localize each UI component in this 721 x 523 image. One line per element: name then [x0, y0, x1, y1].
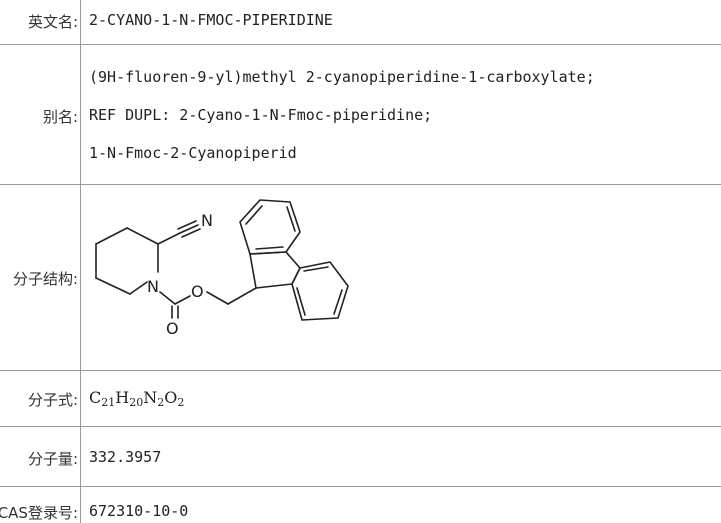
molecule-structure-diagram: N N O O	[95, 199, 349, 338]
lower-benzene-ring	[291, 261, 349, 321]
weight-value: 332.3957	[89, 448, 162, 466]
fluorene-bond	[255, 283, 293, 289]
triple-bond-line	[177, 220, 197, 230]
formula-element: O	[164, 388, 178, 407]
formula-count: 20	[129, 396, 144, 409]
row-divider	[0, 44, 721, 45]
row-weight: 分子量: 332.3957	[0, 426, 721, 486]
row-formula: 分子式: C21H20N2O2	[0, 370, 721, 426]
triple-bond-line	[179, 224, 199, 234]
formula-label: 分子式:	[27, 391, 78, 409]
row-divider	[0, 370, 721, 371]
formula-count: 2	[177, 396, 185, 409]
ester-bond	[174, 295, 191, 305]
ring-bond	[129, 281, 148, 295]
nitrile-n-atom: N	[201, 211, 213, 230]
o-ch2-bond	[206, 291, 229, 305]
ch2-fluorenyl-bond	[227, 287, 257, 305]
row-cas: CAS登录号: 672310-10-0	[0, 486, 721, 523]
aromatic-inner-bond	[303, 266, 329, 272]
fluorene-bond	[285, 251, 301, 269]
n-carbonyl-bond	[159, 291, 176, 305]
fluorene-bond	[249, 253, 257, 289]
formula-element: C	[89, 388, 102, 407]
weight-label: 分子量:	[27, 450, 78, 468]
cas-label: CAS登录号:	[0, 504, 78, 522]
alias-value-1: (9H-fluoren-9-yl)methyl 2-cyanopiperidin…	[89, 68, 595, 86]
aromatic-inner-bond	[286, 206, 296, 232]
row-divider	[0, 486, 721, 487]
aromatic-inner-bond	[296, 287, 306, 316]
alias-value-2: REF DUPL: 2-Cyano-1-N-Fmoc-piperidine;	[89, 106, 433, 124]
row-structure: 分子结构:	[0, 184, 721, 370]
triple-bond-line	[181, 228, 201, 238]
ester-o-atom: O	[191, 282, 204, 301]
cyano-bond	[157, 232, 181, 245]
formula-count: 2	[157, 396, 165, 409]
structure-label: 分子结构:	[12, 270, 78, 288]
row-divider	[0, 184, 721, 185]
english-name-value: 2-CYANO-1-N-FMOC-PIPERIDINE	[89, 11, 333, 29]
alias-label: 别名:	[42, 108, 78, 126]
cas-value: 672310-10-0	[89, 502, 189, 520]
ring-n-atom: N	[147, 277, 159, 296]
column-divider	[80, 0, 81, 523]
ring-bond	[95, 227, 128, 245]
alias-value-3: 1-N-Fmoc-2-Cyanopiperid	[89, 144, 297, 162]
carbonyl-o-atom: O	[166, 319, 179, 338]
formula-element: H	[115, 388, 130, 407]
formula-count: 21	[101, 396, 116, 409]
row-divider	[0, 426, 721, 427]
aromatic-inner-bond	[245, 205, 263, 225]
aromatic-inner-bond	[255, 246, 284, 250]
ring-bond	[95, 277, 131, 295]
row-alias: 别名: (9H-fluoren-9-yl)methyl 2-cyanopiper…	[0, 44, 721, 184]
formula-element: N	[143, 388, 158, 407]
aromatic-inner-bond	[333, 289, 343, 315]
row-english-name: 英文名: 2-CYANO-1-N-FMOC-PIPERIDINE	[0, 0, 721, 44]
upper-benzene-ring	[239, 199, 301, 255]
formula-value: C21H20N2O2	[89, 388, 184, 409]
ring-bond	[126, 227, 159, 245]
english-name-label: 英文名:	[27, 13, 78, 31]
